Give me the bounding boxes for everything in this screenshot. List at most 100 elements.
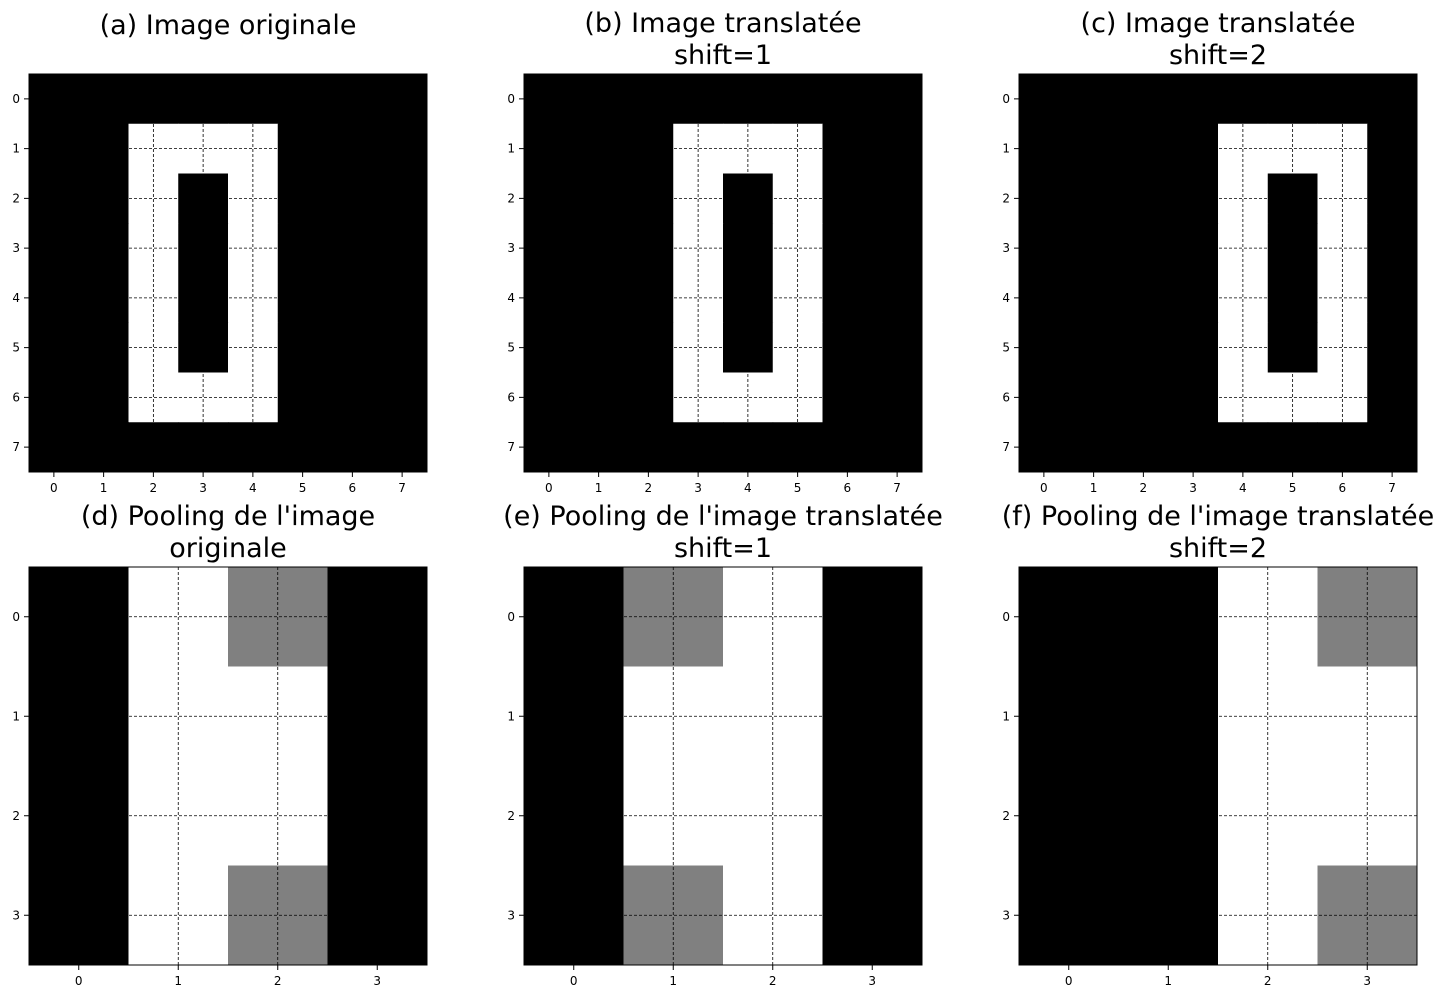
axes-frame bbox=[523, 73, 923, 473]
x-tick-label: 2 bbox=[274, 974, 282, 988]
heatmap-cell bbox=[1218, 766, 1318, 866]
y-tick-label: 4 bbox=[1002, 291, 1010, 305]
x-tick-label: 6 bbox=[844, 481, 852, 495]
y-tick-label: 3 bbox=[507, 908, 515, 922]
x-tick-label: 7 bbox=[893, 481, 901, 495]
chart-title-line: shift=2 bbox=[1169, 40, 1267, 71]
y-tick-label: 4 bbox=[12, 291, 20, 305]
x-tick-label: 1 bbox=[595, 481, 603, 495]
heatmap-cell bbox=[29, 865, 129, 966]
heatmap-cell bbox=[1317, 865, 1418, 966]
x-tick-label: 0 bbox=[545, 481, 553, 495]
heatmap-cell bbox=[128, 865, 229, 966]
heatmap-cell bbox=[1118, 666, 1219, 767]
x-tick-label: 2 bbox=[1140, 481, 1148, 495]
x-tick-label: 6 bbox=[1339, 481, 1347, 495]
x-tick-label: 5 bbox=[794, 481, 802, 495]
y-tick-label: 6 bbox=[507, 390, 515, 404]
heatmap-cell bbox=[524, 766, 624, 866]
heatmap-cell bbox=[1019, 865, 1119, 966]
y-tick-label: 1 bbox=[1002, 709, 1010, 723]
heatmap-cell bbox=[1218, 567, 1318, 667]
axes-frame bbox=[28, 73, 428, 473]
x-tick-label: 3 bbox=[1189, 481, 1197, 495]
chart-title-line: shift=1 bbox=[674, 40, 772, 71]
axes-frame bbox=[1018, 73, 1418, 473]
chart-title-line: (d) Pooling de l'image bbox=[81, 501, 375, 532]
x-tick-label: 5 bbox=[1289, 481, 1297, 495]
heatmap-cell bbox=[822, 766, 923, 866]
heatmap-cell bbox=[723, 865, 823, 966]
heatmap-cell bbox=[29, 666, 129, 767]
x-tick-label: 4 bbox=[744, 481, 752, 495]
chart-title-line: (e) Pooling de l'image translatée bbox=[503, 501, 943, 532]
heatmap-cell bbox=[524, 567, 624, 667]
heatmap-cell bbox=[723, 666, 823, 767]
heatmap-cell bbox=[1118, 567, 1219, 667]
chart-title-line: (a) Image originale bbox=[100, 10, 357, 41]
y-tick-label: 6 bbox=[12, 390, 20, 404]
heatmap-cell bbox=[822, 865, 923, 966]
x-tick-label: 5 bbox=[299, 481, 307, 495]
heatmap-cell bbox=[1317, 766, 1418, 866]
heatmap-cell bbox=[524, 666, 624, 767]
heatmap-cell bbox=[228, 865, 328, 966]
heatmap-cell bbox=[327, 865, 428, 966]
y-tick-label: 3 bbox=[12, 908, 20, 922]
y-tick-label: 5 bbox=[12, 341, 20, 355]
x-tick-label: 0 bbox=[75, 974, 83, 988]
y-tick-label: 2 bbox=[507, 809, 515, 823]
heatmap-cell bbox=[524, 865, 624, 966]
y-tick-label: 3 bbox=[1002, 908, 1010, 922]
heatmap-cell bbox=[623, 567, 724, 667]
x-tick-label: 2 bbox=[645, 481, 653, 495]
heatmap-cell bbox=[327, 567, 428, 667]
chart-title-line: shift=2 bbox=[1169, 533, 1267, 564]
x-tick-label: 7 bbox=[1388, 481, 1396, 495]
heatmap-cell bbox=[228, 666, 328, 767]
heatmap-cell bbox=[1218, 666, 1318, 767]
heatmap-cell bbox=[228, 766, 328, 866]
heatmap-cell bbox=[1317, 567, 1418, 667]
heatmap-cell bbox=[723, 567, 823, 667]
x-tick-label: 4 bbox=[249, 481, 257, 495]
axes-frame bbox=[523, 566, 923, 966]
x-tick-label: 0 bbox=[1065, 974, 1073, 988]
y-tick-label: 2 bbox=[507, 191, 515, 205]
x-tick-label: 3 bbox=[868, 974, 876, 988]
y-tick-label: 7 bbox=[12, 440, 20, 454]
chart-title-line: (b) Image translatée bbox=[584, 8, 861, 39]
y-tick-label: 1 bbox=[1002, 142, 1010, 156]
heatmap-cell bbox=[128, 567, 229, 667]
axes-frame bbox=[1018, 566, 1418, 966]
heatmap-cell bbox=[822, 567, 923, 667]
y-tick-label: 1 bbox=[12, 142, 20, 156]
y-tick-label: 3 bbox=[12, 241, 20, 255]
x-tick-label: 2 bbox=[150, 481, 158, 495]
y-tick-label: 0 bbox=[507, 610, 515, 624]
y-tick-label: 0 bbox=[12, 92, 20, 106]
y-tick-label: 0 bbox=[1002, 610, 1010, 624]
x-tick-label: 1 bbox=[1090, 481, 1098, 495]
y-tick-label: 7 bbox=[1002, 440, 1010, 454]
y-tick-label: 5 bbox=[1002, 341, 1010, 355]
heatmap-cell bbox=[1019, 567, 1119, 667]
heatmap-cell bbox=[29, 766, 129, 866]
heatmap-cell bbox=[327, 766, 428, 866]
y-tick-label: 5 bbox=[507, 341, 515, 355]
y-tick-label: 1 bbox=[507, 142, 515, 156]
y-tick-label: 3 bbox=[1002, 241, 1010, 255]
heatmap-cell bbox=[29, 567, 129, 667]
heatmap-cell bbox=[822, 666, 923, 767]
y-tick-label: 2 bbox=[1002, 191, 1010, 205]
x-tick-label: 0 bbox=[1040, 481, 1048, 495]
chart-title-line: (f) Pooling de l'image translatée bbox=[1002, 501, 1435, 532]
x-tick-label: 0 bbox=[570, 974, 578, 988]
y-tick-label: 0 bbox=[12, 610, 20, 624]
